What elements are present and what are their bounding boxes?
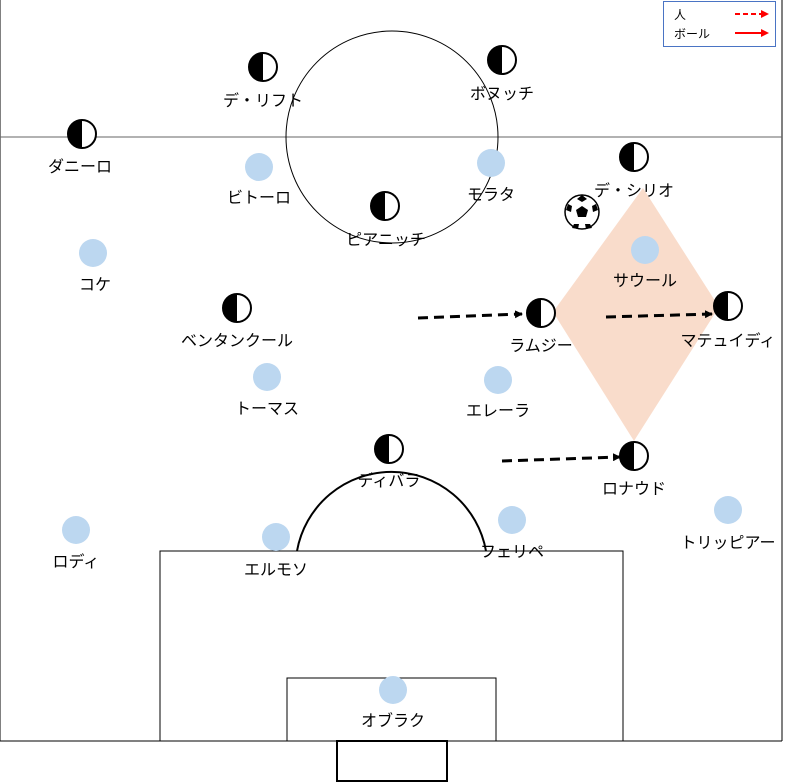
player-marker-half bbox=[68, 120, 82, 148]
legend-ball-arrow bbox=[735, 29, 769, 37]
player-marker-half bbox=[223, 294, 237, 322]
player-marker bbox=[245, 153, 273, 181]
player-pjanic: ピアニッチ bbox=[346, 191, 426, 249]
player-herrera: エレーラ bbox=[466, 366, 530, 420]
player-matuidi: マテュイディ bbox=[681, 291, 776, 350]
player-trippier: トリッピアー bbox=[680, 496, 776, 552]
player-felipe: フェリペ bbox=[480, 506, 544, 561]
player-vitolo: ビトーロ bbox=[227, 153, 291, 207]
run-arrow-ronaldo bbox=[501, 453, 621, 463]
player-thomas: トーマス bbox=[235, 363, 299, 418]
highlight-diamond bbox=[553, 188, 719, 441]
player-name: オブラク bbox=[361, 711, 425, 730]
player-hermoso: エルモソ bbox=[244, 523, 308, 579]
player-ramsey: ラムジー bbox=[509, 298, 573, 355]
player-marker bbox=[477, 149, 505, 177]
player-name: エルモソ bbox=[244, 560, 308, 579]
player-marker bbox=[62, 516, 90, 544]
player-name: マテュイディ bbox=[681, 331, 776, 350]
player-bentancur: ベンタンクール bbox=[181, 293, 293, 350]
player-marker-half bbox=[488, 46, 502, 74]
player-marker bbox=[714, 496, 742, 524]
player-marker-half bbox=[527, 299, 541, 327]
legend-person-label: 人 bbox=[674, 8, 687, 22]
player-marker-half bbox=[371, 192, 385, 220]
player-marker bbox=[484, 366, 512, 394]
player-name: モラタ bbox=[467, 185, 515, 204]
player-marker bbox=[498, 506, 526, 534]
penalty-arc bbox=[296, 470, 487, 552]
player-danilo: ダニーロ bbox=[48, 119, 112, 176]
soccer-ball-icon bbox=[564, 194, 600, 230]
pitch-lines bbox=[0, 0, 783, 782]
player-marker-half bbox=[714, 292, 728, 320]
goal bbox=[336, 740, 448, 782]
player-ronaldo: ロナウド bbox=[602, 441, 666, 498]
player-marker-half bbox=[249, 53, 263, 81]
player-name: トリッピアー bbox=[680, 533, 775, 552]
center-circle bbox=[285, 30, 499, 244]
legend-person-arrow bbox=[735, 10, 769, 18]
player-name: フェリペ bbox=[480, 542, 544, 561]
player-name: サウール bbox=[613, 271, 677, 290]
player-name: ロディ bbox=[53, 552, 100, 571]
player-marker-half bbox=[620, 143, 634, 171]
run-arrow-ramsey bbox=[417, 310, 523, 320]
player-de-ligt: デ・リフト bbox=[223, 52, 303, 110]
player-name: ロナウド bbox=[602, 479, 666, 498]
player-name: ビトーロ bbox=[227, 188, 291, 207]
player-oblak: オブラク bbox=[361, 676, 425, 730]
player-dybala: ディバラ bbox=[358, 434, 421, 490]
player-marker bbox=[262, 523, 290, 551]
player-name: エレーラ bbox=[466, 401, 530, 420]
player-name: ダニーロ bbox=[48, 157, 112, 176]
player-name: デ・シリオ bbox=[594, 181, 674, 200]
legend-ball-label: ボール bbox=[674, 27, 711, 41]
player-bonucci: ボヌッチ bbox=[470, 45, 534, 103]
player-marker bbox=[379, 676, 407, 704]
player-name: ラムジー bbox=[509, 336, 573, 355]
player-de-sciglio: デ・シリオ bbox=[594, 142, 674, 200]
legend: 人 ボール bbox=[663, 1, 776, 47]
player-name: ディバラ bbox=[358, 471, 421, 490]
player-koke: コケ bbox=[79, 239, 111, 294]
player-marker-half bbox=[620, 442, 634, 470]
player-marker-half bbox=[375, 435, 389, 463]
player-name: ボヌッチ bbox=[470, 84, 534, 103]
player-name: ベンタンクール bbox=[181, 331, 293, 350]
run-arrow-matuidi bbox=[605, 310, 713, 319]
player-saul: サウール bbox=[613, 236, 677, 290]
player-name: デ・リフト bbox=[223, 91, 303, 110]
player-lodi: ロディ bbox=[53, 516, 100, 571]
player-marker bbox=[79, 239, 107, 267]
player-marker bbox=[631, 236, 659, 264]
player-morata: モラタ bbox=[467, 149, 515, 204]
movement-arrows bbox=[417, 310, 713, 463]
player-name: コケ bbox=[79, 275, 111, 294]
player-name: ピアニッチ bbox=[346, 230, 426, 249]
player-name: トーマス bbox=[235, 399, 299, 418]
player-marker bbox=[253, 363, 281, 391]
